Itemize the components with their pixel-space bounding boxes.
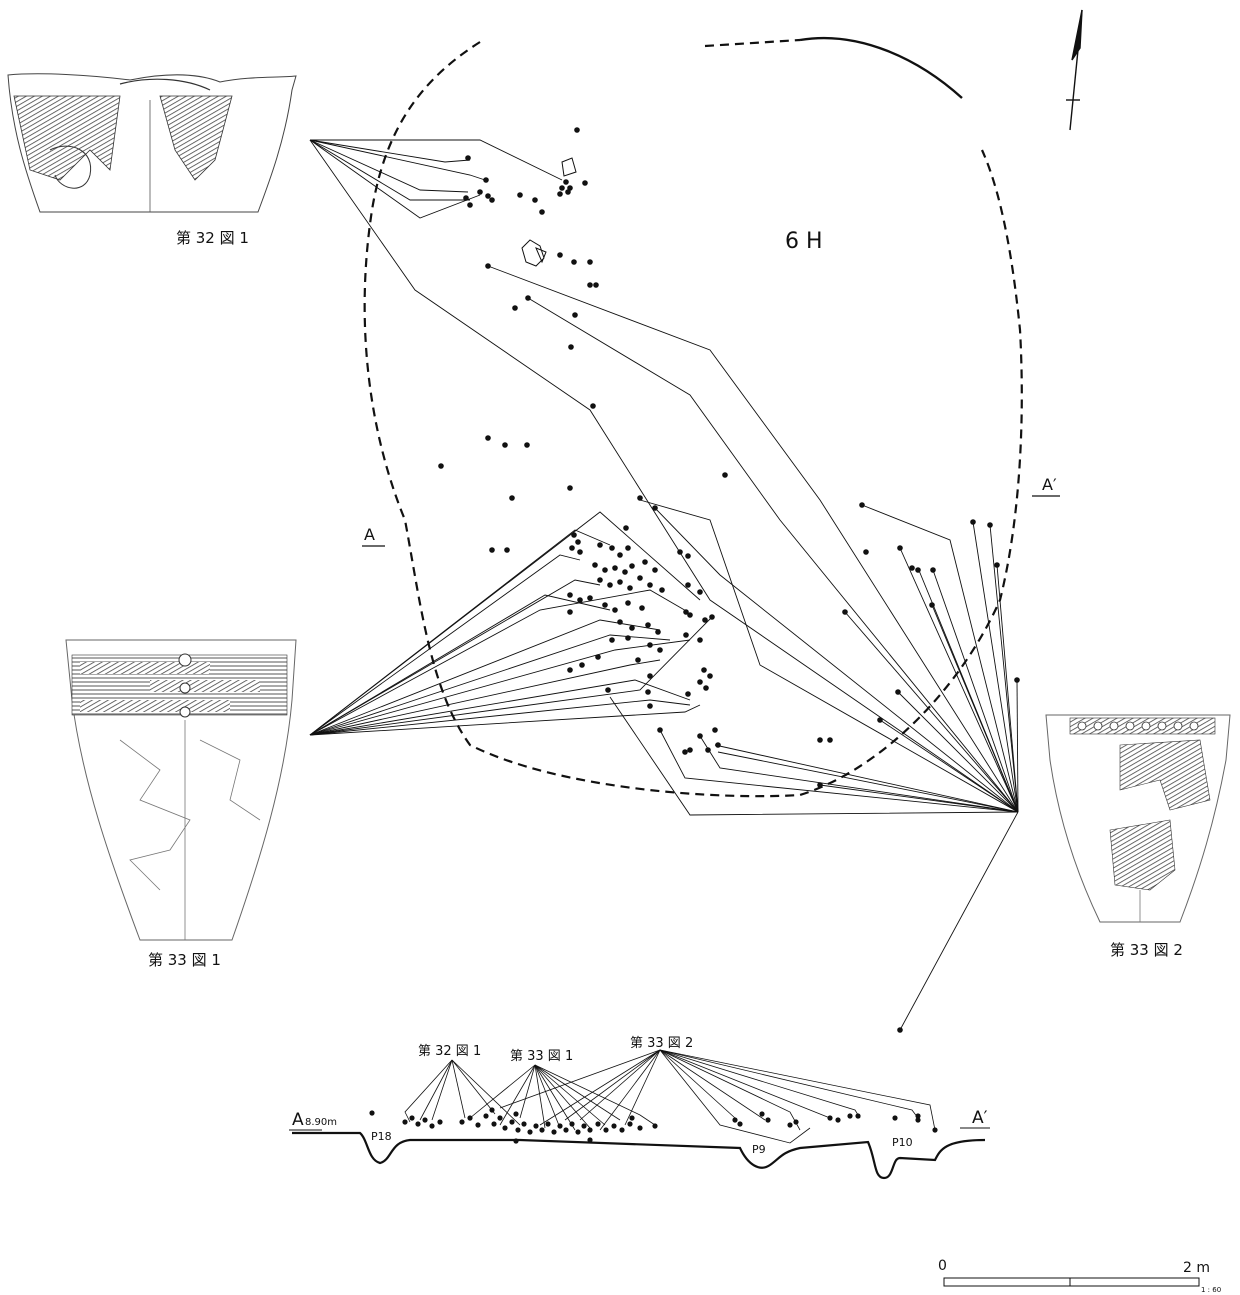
scale-ratio: 1 : 60	[1201, 1286, 1221, 1294]
section-end-label: A′	[972, 1108, 988, 1128]
section-marker-a-prime: A′	[1042, 475, 1057, 494]
artifact-drawing-33-2	[1045, 714, 1231, 923]
feature-label: 6 H	[785, 229, 823, 254]
section-elevation: 8.90m	[305, 1117, 337, 1128]
stone-cluster	[521, 239, 547, 267]
pit-label-p10: P10	[892, 1136, 913, 1149]
artifact-caption-33-2: 第 33 図 2	[1110, 941, 1183, 959]
artifact-drawing-32-1	[7, 73, 297, 213]
section-caption-33-1: 第 33 図 1	[510, 1049, 573, 1064]
section-start-label: A	[292, 1110, 304, 1130]
pit-label-p9: P9	[752, 1143, 766, 1156]
artifact-caption-32-1: 第 32 図 1	[176, 229, 249, 247]
scale-start: 0	[938, 1258, 947, 1274]
refit-lines	[309, 139, 1019, 1031]
section-caption-32-1: 第 32 図 1	[418, 1044, 481, 1059]
refit-lines-artifact-1	[309, 139, 1019, 813]
north-arrow-icon	[1066, 9, 1083, 131]
pit-label-p18: P18	[371, 1130, 392, 1143]
section-marker-a: A	[364, 525, 375, 544]
artifact-caption-33-1: 第 33 図 1	[148, 951, 221, 969]
section-profile: A 8.90m A′ P18 P9 P10 第 32 図 1 第 33 図 1 …	[289, 1036, 990, 1180]
refit-lines-artifact-2	[309, 511, 713, 736]
stone	[561, 157, 577, 177]
pit-outline	[363, 38, 1023, 798]
find-points	[438, 127, 1020, 1033]
section-find-points	[369, 1107, 938, 1144]
refit-lines-artifact-3	[487, 265, 1019, 1031]
pit-outline-solid	[799, 36, 963, 99]
artifact-drawing-33-1	[65, 639, 297, 941]
scale-end: 2 m	[1183, 1260, 1210, 1276]
section-caption-33-2: 第 33 図 2	[630, 1036, 693, 1051]
scale-bar: 0 2 m 1 : 60	[938, 1258, 1221, 1294]
